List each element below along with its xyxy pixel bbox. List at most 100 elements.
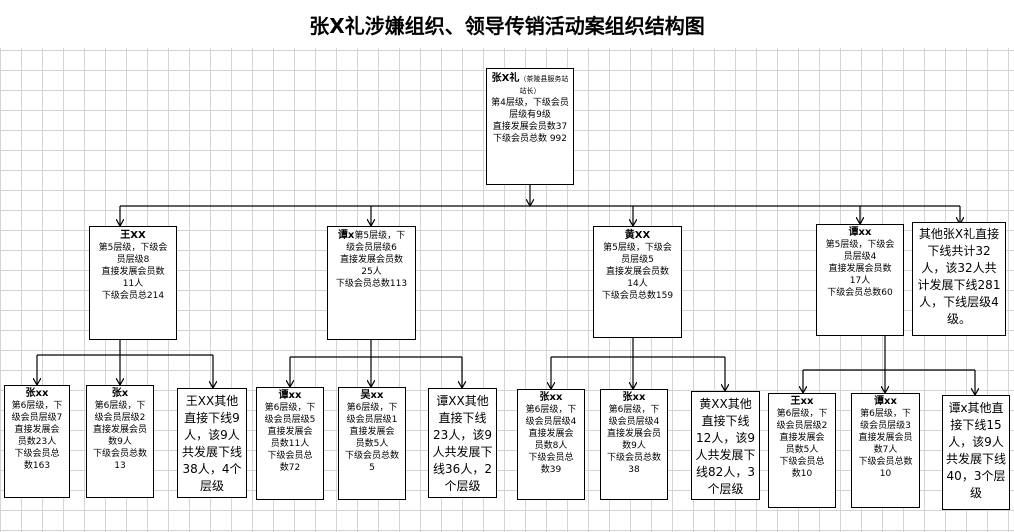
other-downline-box-huang: 黄XX其他直接下线12人，该9人共发展下线82人，3个层级 [691,391,760,500]
member-line: 第6层级，下 [94,401,146,411]
member-line: 38 [628,465,640,475]
member-line: 25人 [361,267,382,277]
member-line: 直接发展会员数 [605,267,669,277]
member-name: 谭xx [848,227,872,238]
member-line: 第6层级，下 [11,401,63,411]
member-line: 下级会员总数159 [601,291,674,301]
other-downline-text: 谭x其他直接下线15人，该9人共发展下线40，3个层级 [946,401,1007,500]
member-line: 员数5人 [355,439,389,449]
member-line: 下级会员总214 [101,291,165,301]
member-box-l3-1: 张xx 第6层级，下 级会员层级7 直接发展会 员数23人 下级会员总 数163 [4,385,70,498]
member-line: 直接发展会 [349,427,395,437]
other-downline-text: 王XX其他直接下线9人，该9人共发展下线38人，4个层级 [181,394,242,493]
member-name: 谭xx [874,396,897,407]
member-line: 直接发展会员数 [339,255,403,265]
member-line: 第5层级，下级会 [603,243,672,253]
member-line: 下级会员总 [14,449,60,459]
member-box-wang: 王XX 第5层级，下级会 员层级8 直接发展会员数 11人 下级会员总214 [89,226,177,340]
member-line: 下级会员总 [528,453,574,463]
member-line: 第6层级，下 [525,405,577,415]
member-line: 第6层级，下 [608,405,660,415]
member-box-tan-a: 谭x第5层级，下 级会员层级6 直接发展会员数 25人 下级会员总数113 [327,226,416,340]
member-line: 直接发展会 [14,425,60,435]
member-name: 张xx [25,388,49,399]
other-root-downline-box: 其他张X礼直接下线共计32人，该32人共计发展下线281人，下线层级4级。 [912,222,1006,336]
member-line: 下级会员总数113 [335,279,408,289]
member-line: 级会员层级5 [264,415,316,425]
member-box-l3-2: 张x 第6层级，下 级会员层级2 直接发展会员 数9人 下级会员总数 13 [86,385,154,498]
member-line: 数163 [23,461,51,471]
member-line: 直接发展会员 [858,433,913,443]
member-line: 第6层级，下 [346,403,398,413]
member-box-tan-b: 谭xx 第5层级，下级会 员层级4 直接发展会员数 17人 下级会员总数60 [816,224,904,336]
title-area [0,0,1014,48]
member-line: 员层级5 [621,255,654,265]
page-title: 张X礼涉嫌组织、领导传销活动案组织结构图 [309,14,705,38]
member-line: 员数23人 [17,437,57,447]
root-line-1: 第4层级，下级会员 [491,98,569,108]
member-line: 10 [879,469,892,479]
member-name: 黄XX [624,230,651,241]
member-name: 张x [111,388,129,399]
member-line: 级会员层级2 [94,413,146,423]
member-line: 数7人 [873,445,898,455]
member-line: 第5层级，下级会 [825,240,895,250]
member-line: 数9人 [622,441,646,451]
member-line: 下级会员总数 [858,457,913,467]
member-line: 直接发展会员数 [828,264,892,274]
member-line: 第5层级，下级会 [98,243,168,253]
member-name: 吴xx [360,390,384,401]
root-member-box: 张X礼（茶陵县服务站站长） 第4层级，下级会员 层级有9级 直接发展会员数37 … [486,68,574,185]
member-line: 员层级8 [116,255,150,265]
root-member-name: 张X礼 [491,73,520,84]
member-line: 11人 [122,279,144,289]
other-downline-text: 黄XX其他直接下线12人，该9人共发展下线82人，3个层级 [695,397,756,496]
member-line: 13 [114,461,126,471]
other-root-downline-text: 其他张X礼直接下线共计32人，该32人共计发展下线281人，下线层级4级。 [917,227,1001,326]
member-line: 直接发展会 [779,433,825,443]
other-downline-text: 谭XX其他直接下线23人，该9人共发展下线36人，2个层级 [432,394,493,493]
member-line: 下级会员总数60 [827,288,893,298]
member-line: 员数8人 [534,441,568,451]
member-box-l3-7: 张xx 第6层级，下 级会员层级4 直接发展会 员数8人 下级会员总 数39 [517,389,585,500]
member-line: 级会员层级7 [11,413,63,423]
root-line-2: 层级有9级 [509,110,551,120]
member-line: 下级会员总数 [344,451,399,461]
member-line: 第6层级，下 [860,409,911,419]
member-line: 17人 [849,276,871,286]
member-line: 员数5人 [785,445,819,455]
member-line: 直接发展会员 [92,425,147,435]
member-line: 下级会员总 [779,457,825,467]
member-line: 员数11人 [270,439,310,449]
member-name: 谭x [337,230,355,241]
member-box-huang: 黄XX 第5层级，下级会 员层级5 直接发展会员数 14人 下级会员总数159 [593,226,682,338]
member-line: 第6层级，下 [264,403,316,413]
member-line: 级会员层级4 [525,417,577,427]
member-box-l3-8: 张xx 第6层级，下 级会员层级4 直接发展会员 数9人 下级会员总数 38 [600,389,668,500]
member-box-l3-4: 谭xx 第6层级，下 级会员层级5 直接发展会 员数11人 下级会员总 数72 [256,387,324,500]
other-downline-box-tan-b: 谭x其他直接下线15人，该9人共发展下线40，3个层级 [942,395,1010,510]
root-line-3: 直接发展会员数37 [492,122,568,132]
member-line: 级会员层级2 [776,421,828,431]
member-name: 王xx [790,396,814,407]
member-line: 第5层级，下 [354,231,406,241]
root-member-note: （茶陵县服务站站长） [519,75,569,95]
member-line: 5 [369,463,375,473]
member-line: 直接发展会 [267,427,313,437]
member-name: 张xx [622,392,646,403]
member-line: 级会员层级1 [346,415,398,425]
member-name: 谭xx [278,390,302,401]
member-line: 数39 [540,465,562,475]
member-box-l3-11: 谭xx 第6层级，下 级会员层级3 直接发展会员 数7人 下级会员总数 10 [851,393,920,508]
member-line: 下级会员总数 [606,453,661,463]
member-line: 数10 [791,469,813,479]
member-line: 直接发展会员 [606,429,661,439]
member-line: 14人 [627,279,648,289]
member-line: 第6层级，下 [776,409,828,419]
member-name: 王XX [120,230,146,241]
member-line: 数9人 [108,437,132,447]
member-name: 张xx [539,392,563,403]
member-line: 级会员层级6 [346,243,397,253]
member-line: 级会员层级3 [860,421,911,431]
